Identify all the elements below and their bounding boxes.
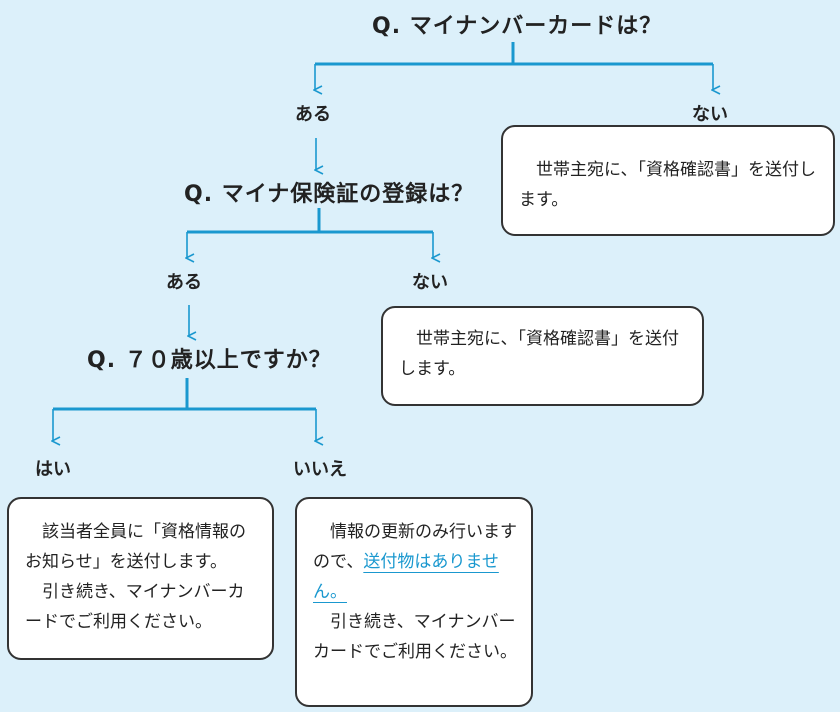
result-text-q3-no-1a: 情報の更新のみ行いますので、 [313,522,517,572]
branch-q1-yes-label: ある [295,104,331,125]
question-myna-insurance-registration: Q. マイナ保険証の登録は？ [184,182,475,207]
branch-q3-yes-label: はい [35,459,71,480]
result-text-q3-yes-2: 引き続き、マイナンバーカードでご利用ください。 [25,582,245,632]
branch-q1-no-label: ない [692,104,728,125]
result-box-q3-yes: 該当者全員に「資格情報のお知らせ」を送付します。 引き続き、マイナンバーカードで… [7,497,274,660]
result-box-q1-no: 世帯主宛に、「資格確認書」を送付します。 [501,125,835,236]
question-age-70-or-over: Q. ７０歳以上ですか？ [87,348,332,373]
question-mynumber-card: Q. マイナンバーカードは？ [372,14,663,39]
no-shipment-highlight: 送付物はありません。 [313,552,499,602]
result-box-q3-no: 情報の更新のみ行いますので、送付物はありません。 引き続き、マイナンバーカードで… [295,497,533,707]
result-text-q3-yes-1: 該当者全員に「資格情報のお知らせ」を送付します。 [25,522,246,572]
result-text-q2-no: 世帯主宛に、「資格確認書」を送付します。 [399,329,679,379]
result-text-q1-no: 世帯主宛に、「資格確認書」を送付します。 [519,160,816,210]
result-text-q3-no-1: 情報の更新のみ行いますので、送付物はありません。 [313,517,519,607]
branch-q2-no-label: ない [412,272,448,293]
branch-q2-yes-label: ある [166,272,202,293]
result-text-q3-no-2: 引き続き、マイナンバーカードでご利用ください。 [313,612,517,662]
result-box-q2-no: 世帯主宛に、「資格確認書」を送付します。 [381,306,704,406]
branch-q3-no-label: いいえ [293,459,347,480]
